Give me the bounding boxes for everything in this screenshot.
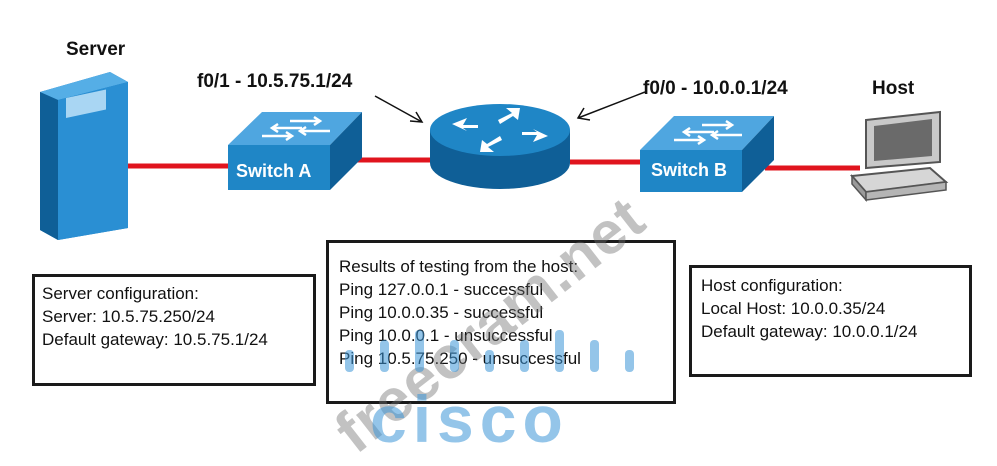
server-config-ip: Server: 10.5.75.250/24 [42, 307, 215, 326]
arrow-f01 [374, 95, 424, 123]
host-config-box: Host configuration: Local Host: 10.0.0.3… [689, 265, 972, 377]
results-ping-2: Ping 10.0.0.35 - successful [339, 303, 544, 322]
results-ping-3: Ping 10.0.0.1 - unsuccessful [339, 326, 553, 345]
router-f00-label: f0/0 - 10.0.0.1/24 [643, 78, 788, 99]
switch-b-label: Switch B [651, 160, 728, 180]
switch-a-icon [228, 112, 362, 190]
results-ping-1: Ping 127.0.0.1 - successful [339, 280, 544, 299]
router-f01-label: f0/1 - 10.5.75.1/24 [197, 71, 353, 92]
host-label: Host [872, 78, 915, 99]
host-config-title: Host configuration: [701, 276, 843, 295]
switch-a-label: Switch A [236, 161, 312, 181]
server-config-gateway: Default gateway: 10.5.75.1/24 [42, 330, 268, 349]
cisco-logo-bars [345, 330, 634, 372]
network-diagram [40, 72, 949, 240]
results-title: Results of testing from the host: [339, 257, 579, 276]
host-pc-icon [849, 110, 949, 202]
results-box: Results of testing from the host: Ping 1… [326, 240, 676, 404]
server-config-box: Server configuration: Server: 10.5.75.25… [32, 274, 316, 386]
router-icon [430, 104, 570, 189]
switch-b-icon [640, 116, 774, 192]
arrow-f00 [576, 91, 646, 121]
host-config-gateway: Default gateway: 10.0.0.1/24 [701, 322, 918, 341]
server-config-title: Server configuration: [42, 284, 199, 303]
host-config-ip: Local Host: 10.0.0.35/24 [701, 299, 886, 318]
server-icon [40, 72, 128, 240]
cisco-logo-wordmark: cisco [370, 382, 569, 456]
server-label: Server [66, 39, 126, 60]
